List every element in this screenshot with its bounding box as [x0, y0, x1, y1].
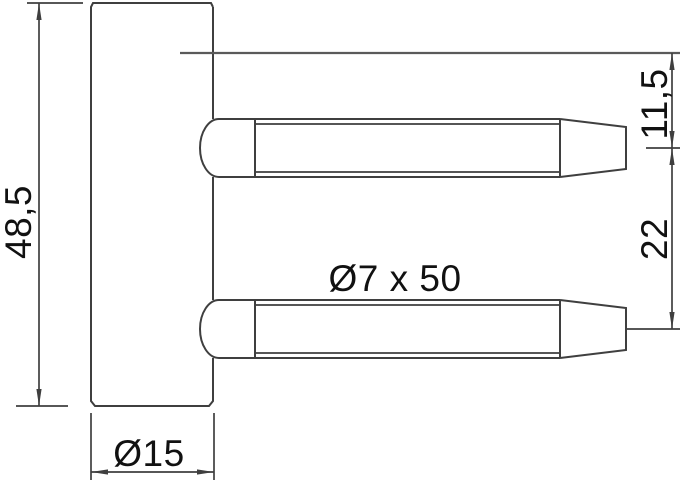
dimension-arrow-down [669, 312, 675, 329]
dimension-arrow-left [91, 469, 108, 475]
bottom-pin-chamfer-lines [255, 304, 560, 354]
dim-label-pin-distance: 22 [634, 218, 675, 260]
top-pin-chamfer-lines [255, 123, 560, 173]
dimension-arrow-up [36, 3, 42, 20]
dimension-arrow-up [669, 148, 675, 165]
dim-label-top-pin-offset: 11,5 [634, 68, 675, 139]
dimension-arrow-down [36, 389, 42, 406]
top-pin-shaft-outline [219, 118, 561, 178]
hinge-body-outline [90, 2, 214, 407]
top-pin-taper-tip [559, 118, 627, 178]
dimension-arrow-right [197, 469, 214, 475]
top-pin [199, 118, 627, 178]
pin-spec-label: Ø7 x 50 [328, 258, 461, 299]
dim-body-height: 48,5 [0, 2, 83, 407]
bottom-pin [199, 299, 627, 359]
dim-body-diameter: Ø15 [90, 413, 215, 480]
dim-label-body-height: 48,5 [0, 185, 39, 259]
dim-top-pin-offset: 11,5 [634, 53, 680, 149]
bottom-pin-taper-tip [559, 299, 627, 359]
dim-label-body-diameter: Ø15 [113, 433, 184, 474]
bottom-pin-shaft-outline [219, 299, 561, 359]
top-pin-head-arc [199, 118, 220, 178]
dim-pin-distance: 22 [627, 148, 680, 330]
hinge-body [90, 2, 214, 407]
bottom-pin-head-arc [199, 299, 220, 359]
dimension-arrow-up [669, 53, 675, 70]
dimension-arrow-down [669, 131, 675, 148]
